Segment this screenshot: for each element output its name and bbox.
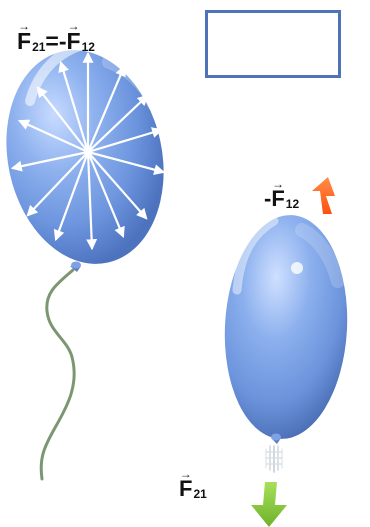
equation-rhs-minus: -	[58, 28, 67, 54]
upward-force-label: - → F 12	[264, 177, 300, 211]
vector-mark-icon: →	[272, 177, 285, 191]
vector-mark-icon: →	[67, 19, 80, 33]
equation-lhs-symbol: → F	[17, 19, 32, 54]
equation-box	[205, 10, 341, 78]
vector-mark-icon: →	[179, 467, 192, 481]
equation-equals: =	[45, 28, 59, 54]
air-escape	[265, 445, 283, 473]
upward-force-sub: 12	[285, 197, 300, 211]
downward-force-label: → F 21	[179, 467, 207, 501]
pressure-arrows	[10, 51, 166, 251]
right-balloon	[224, 215, 348, 444]
downward-force-sub: 21	[193, 487, 207, 501]
downward-force-arrow	[251, 482, 287, 527]
equation-formula: → F 21=- → F 12	[17, 19, 95, 54]
left-balloon-string	[39, 268, 76, 481]
equation-rhs-symbol: → F	[66, 19, 81, 54]
vector-mark-icon: →	[18, 19, 31, 33]
equation-rhs-sub: 12	[81, 40, 95, 54]
downward-force-symbol: → F	[179, 467, 193, 501]
equation-lhs-sub: 21	[32, 40, 46, 54]
upward-force-arrow	[312, 177, 335, 214]
upward-force-minus: -	[264, 186, 272, 211]
upward-force-symbol: → F	[271, 177, 285, 211]
